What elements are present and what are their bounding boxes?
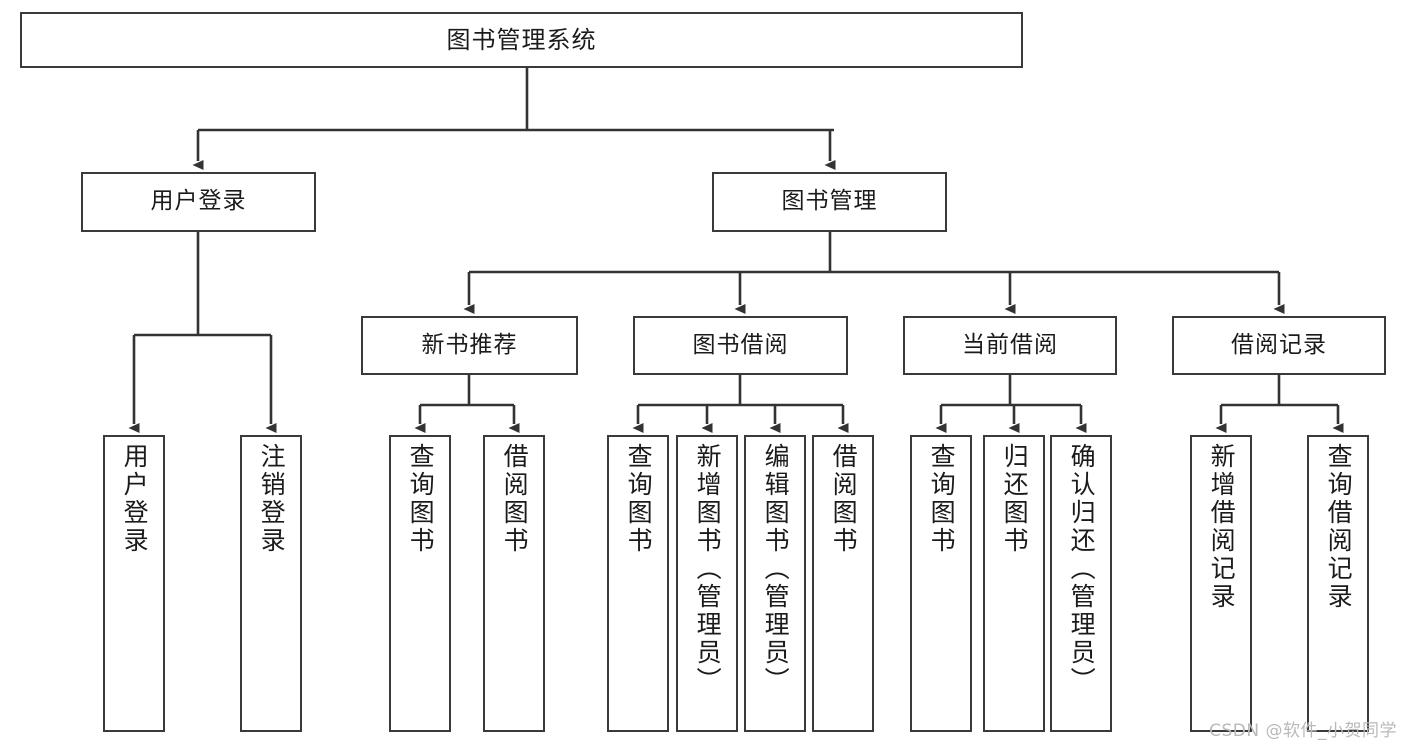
edge-current-borrow-to-leaves [935,375,1087,433]
leaf-add-borrow-record-label: 新增借阅记录 [1207,443,1237,611]
node-borrow-records[interactable]: 借阅记录 [1172,316,1386,375]
node-book-borrow-label: 图书借阅 [692,331,789,358]
edge-records-to-leaves [1215,375,1344,433]
node-root-system[interactable]: 图书管理系统 [20,12,1023,68]
edge-new-books-to-leaves [414,375,520,433]
node-book-borrow[interactable]: 图书借阅 [633,316,848,375]
leaf-query-book-borrow[interactable]: 查询图书 [607,435,669,732]
leaf-user-logout[interactable]: 注销登录 [240,435,302,732]
leaf-query-book-new[interactable]: 查询图书 [389,435,451,732]
node-root-system-label: 图书管理系统 [446,25,597,54]
leaf-query-book-current[interactable]: 查询图书 [910,435,972,732]
node-borrow-records-label: 借阅记录 [1231,331,1327,358]
leaf-borrow-book[interactable]: 借阅图书 [812,435,874,732]
leaf-add-book-admin[interactable]: 新增图书（管理员） [676,435,738,732]
leaf-return-book[interactable]: 归还图书 [983,435,1045,732]
leaf-add-borrow-record[interactable]: 新增借阅记录 [1190,435,1252,732]
leaf-query-borrow-record-label: 查询借阅记录 [1324,443,1354,611]
leaf-edit-book-admin[interactable]: 编辑图书（管理员） [744,435,806,732]
leaf-user-login[interactable]: 用户登录 [103,435,165,732]
leaf-add-book-admin-label: 新增图书（管理员） [693,443,723,695]
leaf-borrow-book-new-label: 借阅图书 [500,443,530,555]
csdn-watermark: CSDN @软件_小贺同学 [1209,721,1397,741]
node-book-management[interactable]: 图书管理 [712,172,947,232]
leaf-borrow-book-new[interactable]: 借阅图书 [483,435,545,732]
node-new-book-recommend-label: 新书推荐 [421,331,518,358]
leaf-confirm-return-admin-label: 确认归还（管理员） [1067,443,1097,695]
leaf-return-book-label: 归还图书 [1000,443,1030,555]
edge-root-to-level2 [192,68,836,170]
leaf-query-book-borrow-label: 查询图书 [624,443,654,555]
leaf-query-book-new-label: 查询图书 [406,443,436,555]
leaf-borrow-book-label: 借阅图书 [829,443,859,555]
node-current-borrow-label: 当前借阅 [962,331,1058,358]
leaf-query-book-current-label: 查询图书 [927,443,957,555]
edge-borrow-to-leaves [632,375,849,433]
leaf-confirm-return-admin[interactable]: 确认归还（管理员） [1050,435,1112,732]
edge-book-mgmt-to-level3 [463,232,1285,314]
node-book-management-label: 图书管理 [781,188,878,215]
edge-user-login-to-leaves [128,232,277,433]
leaf-user-login-label: 用户登录 [120,443,150,555]
leaf-user-logout-label: 注销登录 [257,443,287,555]
node-current-borrow[interactable]: 当前借阅 [903,316,1117,375]
leaf-edit-book-admin-label: 编辑图书（管理员） [761,443,791,695]
leaf-query-borrow-record[interactable]: 查询借阅记录 [1307,435,1369,732]
node-user-login-label: 用户登录 [150,188,247,215]
node-new-book-recommend[interactable]: 新书推荐 [361,316,578,375]
node-user-login[interactable]: 用户登录 [81,172,316,232]
